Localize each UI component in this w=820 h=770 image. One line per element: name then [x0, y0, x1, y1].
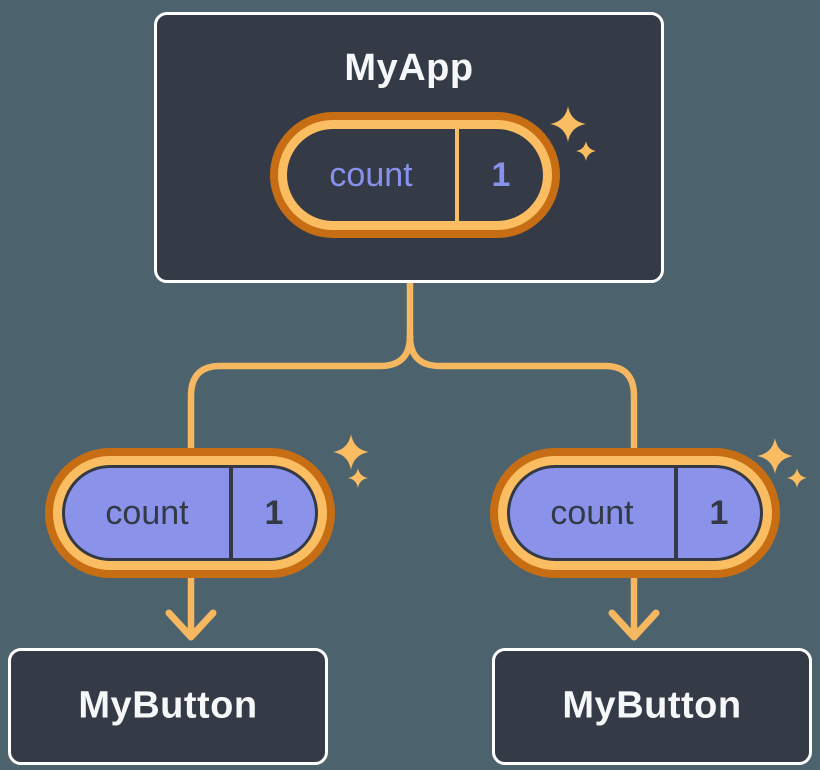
component-title: MyApp — [344, 47, 474, 89]
state-pill: count 1 — [270, 112, 560, 238]
pill-divider — [455, 129, 459, 221]
sparkle-icon — [333, 434, 369, 470]
sparkle-icon — [348, 468, 368, 488]
branch-right-line — [406, 332, 638, 634]
component-title: MyButton — [562, 684, 742, 727]
component-title: MyButton — [78, 684, 258, 727]
state-pill-body: count 1 — [287, 129, 543, 221]
sparkle-icon — [550, 106, 586, 142]
arrow-down-icon — [608, 609, 660, 641]
arrow-down-icon — [165, 609, 217, 641]
sparkle-icon — [757, 438, 793, 474]
prop-name-label: count — [105, 493, 189, 532]
prop-pill-body: count 1 — [507, 465, 763, 561]
state-value-label: 1 — [491, 155, 511, 194]
prop-pill-ring: count 1 — [498, 456, 772, 570]
prop-name-label: count — [550, 493, 634, 532]
prop-pill-body: count 1 — [62, 465, 318, 561]
prop-pill-left: count 1 — [45, 448, 335, 578]
prop-pill-ring: count 1 — [53, 456, 327, 570]
pill-divider — [674, 468, 678, 558]
sparkle-icon — [787, 468, 807, 488]
component-box-mybutton-right: MyButton — [492, 648, 812, 765]
prop-pill-right: count 1 — [490, 448, 780, 578]
state-pill-ring: count 1 — [278, 120, 552, 230]
pill-divider — [229, 468, 233, 558]
branch-left-line — [187, 332, 414, 634]
prop-value-label: 1 — [264, 493, 284, 532]
state-name-label: count — [329, 155, 413, 194]
component-box-mybutton-left: MyButton — [8, 648, 328, 765]
sparkle-icon — [576, 141, 596, 161]
prop-value-label: 1 — [709, 493, 729, 532]
